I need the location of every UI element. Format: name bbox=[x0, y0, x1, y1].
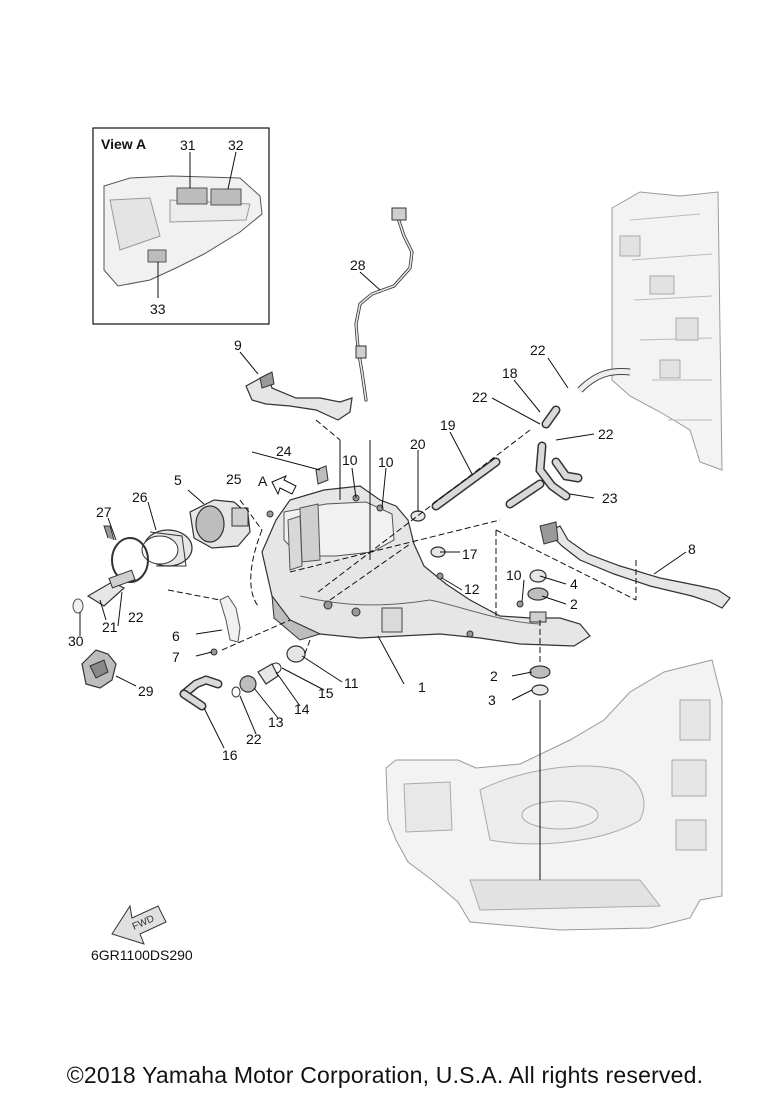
callout-5: 5 bbox=[174, 472, 182, 488]
callout-19: 19 bbox=[440, 417, 456, 433]
callout-4: 4 bbox=[570, 576, 578, 592]
callout-14: 14 bbox=[294, 701, 310, 717]
part-29-bracket bbox=[81, 649, 117, 689]
callout-33: 33 bbox=[150, 301, 166, 317]
callout-11: 11 bbox=[344, 675, 359, 691]
callout-22e: 22 bbox=[246, 731, 262, 747]
part-1-air-duct bbox=[261, 485, 591, 647]
callout-29: 29 bbox=[138, 683, 154, 699]
callout-20: 20 bbox=[410, 436, 426, 452]
callout-10a: 10 bbox=[342, 452, 358, 468]
callout-18: 18 bbox=[502, 365, 518, 381]
callout-22a: 22 bbox=[530, 342, 546, 358]
small-fittings bbox=[231, 645, 306, 698]
callout-16: 16 bbox=[222, 747, 238, 763]
callout-31: 31 bbox=[180, 137, 196, 153]
callout-24: 24 bbox=[276, 443, 292, 459]
view-a-arrow bbox=[271, 475, 297, 496]
part-8-bracket bbox=[539, 521, 731, 609]
mount-stack bbox=[527, 569, 551, 696]
callout-6: 6 bbox=[172, 628, 180, 644]
callout-23: 23 bbox=[602, 490, 618, 506]
part-23-hose bbox=[505, 441, 583, 509]
callout-1: 1 bbox=[418, 679, 426, 695]
part-18-hose bbox=[541, 405, 561, 429]
part-16-hose bbox=[179, 675, 223, 711]
part-9-bracket bbox=[245, 371, 353, 421]
copyright-footer: ©2018 Yamaha Motor Corporation, U.S.A. A… bbox=[66, 1062, 704, 1088]
callout-12: 12 bbox=[464, 581, 480, 597]
engine-pipe bbox=[577, 368, 631, 393]
leader-lines bbox=[79, 271, 687, 880]
part-6-plate bbox=[219, 595, 241, 643]
part-5-component bbox=[189, 499, 251, 549]
callout-27: 27 bbox=[96, 504, 112, 520]
diagram-code: 6GR1100DS290 bbox=[91, 947, 193, 963]
callout-labels: 1 2 2 3 4 5 6 7 8 9 10 10 10 11 12 13 14… bbox=[68, 137, 696, 763]
callout-3: 3 bbox=[488, 692, 496, 708]
callout-22c: 22 bbox=[598, 426, 614, 442]
callout-10c: 10 bbox=[506, 567, 522, 583]
callout-2a: 2 bbox=[570, 596, 578, 612]
small-hardware bbox=[210, 465, 524, 656]
callout-30: 30 bbox=[68, 633, 84, 649]
part-26-collar bbox=[141, 529, 193, 567]
view-a-marker: A bbox=[258, 473, 268, 489]
callout-28: 28 bbox=[350, 257, 366, 273]
callout-2b: 2 bbox=[490, 668, 498, 684]
callout-17: 17 bbox=[462, 546, 478, 562]
callout-15: 15 bbox=[318, 685, 334, 701]
callout-13: 13 bbox=[268, 714, 284, 730]
part-21-fitting bbox=[72, 569, 136, 614]
callout-21: 21 bbox=[102, 619, 118, 635]
inset-title: View A bbox=[101, 136, 147, 152]
lower-casing-ghost bbox=[385, 659, 723, 931]
wiring-harness bbox=[354, 207, 414, 402]
fwd-arrow: FWD bbox=[111, 904, 167, 945]
callout-22b: 22 bbox=[472, 389, 488, 405]
callout-9: 9 bbox=[234, 337, 242, 353]
callout-25: 25 bbox=[226, 471, 242, 487]
callout-32: 32 bbox=[228, 137, 244, 153]
callout-26: 26 bbox=[132, 489, 148, 505]
callout-8: 8 bbox=[688, 541, 696, 557]
engine-block-ghost bbox=[611, 191, 723, 471]
callout-22d: 22 bbox=[128, 609, 144, 625]
callout-7: 7 bbox=[172, 649, 180, 665]
part-19-hose bbox=[431, 457, 501, 511]
callout-10b: 10 bbox=[378, 454, 394, 470]
view-a-inset bbox=[92, 127, 270, 325]
part-27-clamp bbox=[103, 525, 149, 583]
